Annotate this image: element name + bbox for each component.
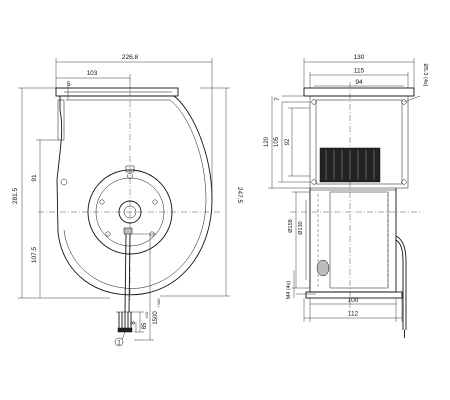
dim-height-105: 105 [274,102,310,183]
dim-width-94-label: 94 [355,79,363,86]
dim-height-120: 120 [264,96,310,189]
dim-width-130: 130 [303,54,415,88]
dim-overall-height: 247.5 [160,87,243,297]
side-mount-hole-tl [311,99,317,105]
mount-hole-left [60,178,68,186]
lead-note-marker-label: 1 [117,341,121,347]
side-cable-2 [395,239,404,330]
dim-strip-length: 85 ±10 [134,311,149,333]
dim-overall-width: 226.8 [55,54,213,200]
dim-base-112: 112 [303,298,403,322]
dim-flange-thickness-label: 5 [67,81,71,88]
impeller-blade-lines [325,150,375,180]
dim-base-112-label: 112 [348,311,359,318]
hub-ring [118,200,142,224]
side-cable [395,235,407,330]
side-mount-hole-bl [311,179,317,185]
front-view: 226.8 103 5 247.5 281.5 [12,54,243,347]
scroll-housing-inner [63,99,207,289]
dim-height-120-label: 120 [264,136,270,147]
dim-overall-width-label: 226.8 [122,54,139,61]
flange-slot [57,99,65,141]
dim-flange-thickness: 5 [56,81,74,100]
dim-axis-to-outlet-label: 91 [31,174,38,182]
cable-exit-gland [123,227,133,235]
dim-height-to-axis-label: 281.5 [12,187,19,204]
dim-height-92-label: 92 [285,138,291,145]
dim-overall-height-label: 247.5 [236,187,243,204]
hub-hole-4 [105,231,111,237]
dim-width-94: 94 [314,79,404,87]
dim-wire-end-label: 8 [131,321,137,325]
side-outlet-inner-frame [315,99,403,185]
dim-width-130-label: 130 [354,54,365,61]
hub-hole-2 [99,199,105,205]
side-outlet-flange [303,87,415,97]
dim-depth-7: 7 [274,95,310,103]
dim-hole-diameter-label: Ø5.3 (4x) [422,64,428,87]
hub-hole-3 [152,199,158,205]
dim-height-to-axis: 281.5 [12,87,110,299]
dim-diameter-130-label: Ø130 [298,221,304,234]
side-mount-plate [305,291,403,299]
dim-base-100: 100 [309,297,397,322]
outlet-flange [55,87,179,97]
dim-lead-length-label: 1500 [153,311,159,325]
dim-strip-length-label: 85 [142,322,148,329]
dim-diameter-130: Ø130 [298,200,307,280]
side-view: 130 115 94 Ø5.3 (4x) 7 120 [264,54,428,338]
dim-hole-diameter: Ø5.3 (4x) [403,64,428,103]
dim-thread: M4 (4x) [286,270,316,299]
dim-width-115-label: 115 [354,68,365,75]
dim-base-100-label: 100 [348,297,359,304]
side-mount-hole-tr [401,99,407,105]
hub-hole-1 [127,173,133,179]
dim-lower-height-label: 107.5 [31,246,38,263]
dim-depth-7-label: 7 [274,97,281,101]
cable-lead-2 [128,233,131,313]
hub-tab-top [125,165,135,173]
side-housing-body [309,188,397,293]
side-cable-gland [316,259,330,277]
dim-lead-length-tolerance: +100 [156,298,161,308]
side-motor-cylinder [329,191,389,289]
dim-outlet-offset-label: 103 [87,70,98,77]
dim-axis-to-outlet: 91 [31,139,58,212]
lead-note-marker: 1 [114,331,126,347]
scroll-housing-outline [56,95,213,296]
side-mount-hole-br [401,179,407,185]
dim-width-115: 115 [309,68,409,88]
dim-lower-height: 107.5 [31,212,41,298]
dim-diameter-158: Ø158 [288,191,310,289]
dim-height-105-label: 105 [274,136,280,147]
hub-bore [123,205,137,219]
dim-wire-end: 8 [131,321,137,332]
dim-height-92: 92 [285,107,310,177]
cable-lead-1 [124,233,127,313]
dim-diameter-158-label: Ø158 [288,219,294,232]
dim-lead-length: 1500 +100 [132,233,161,341]
dim-outlet-offset: 103 [56,70,131,90]
side-outlet-frame [309,95,409,189]
dim-thread-label: M4 (4x) [286,281,292,300]
dim-strip-length-tolerance: ±10 [144,311,149,318]
